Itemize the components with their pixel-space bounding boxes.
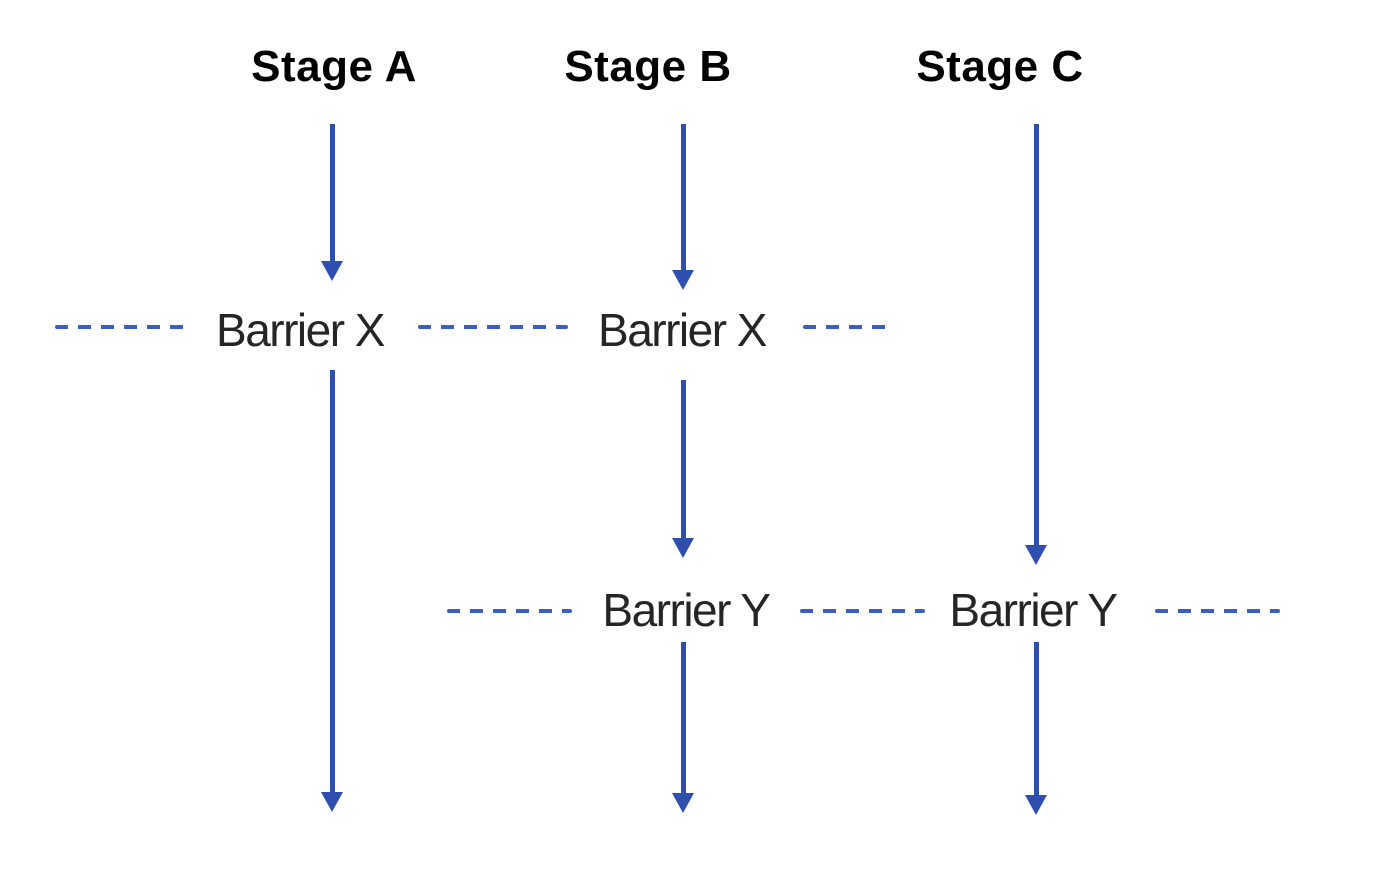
barrier-x-dash-middle xyxy=(418,325,568,329)
arrow-shaft xyxy=(1033,124,1039,545)
barrier-y-label-stage-b: Barrier Y xyxy=(602,584,771,636)
arrowhead-icon xyxy=(1025,795,1047,815)
arrow-shaft xyxy=(1033,642,1039,795)
arrowhead-icon xyxy=(321,261,343,281)
arrow-shaft xyxy=(329,370,335,792)
stage-a-label: Stage A xyxy=(251,42,417,91)
arrowhead-icon xyxy=(1025,545,1047,565)
stage-b-arrow-middle xyxy=(672,380,694,558)
stage-b-arrow-upper xyxy=(672,124,694,290)
arrowhead-icon xyxy=(672,793,694,813)
arrow-shaft xyxy=(329,124,335,261)
barrier-x-label-stage-a: Barrier X xyxy=(216,304,385,356)
stage-c-arrow-lower xyxy=(1025,642,1047,815)
stage-a-arrow-lower xyxy=(321,370,343,812)
stage-a-arrow-upper xyxy=(321,124,343,281)
stage-c-label: Stage C xyxy=(916,42,1084,91)
arrowhead-icon xyxy=(672,538,694,558)
barrier-x-dash-right xyxy=(803,325,890,329)
arrowhead-icon xyxy=(321,792,343,812)
arrowhead-icon xyxy=(672,270,694,290)
barrier-y-dash-left xyxy=(447,609,572,613)
stage-c-arrow-upper xyxy=(1025,124,1047,565)
barrier-y-dash-middle xyxy=(800,609,925,613)
barrier-x-label-stage-b: Barrier X xyxy=(598,304,767,356)
stage-b-arrow-lower xyxy=(672,642,694,813)
arrow-shaft xyxy=(680,642,686,793)
arrow-shaft xyxy=(680,380,686,538)
barrier-x-dash-left xyxy=(55,325,187,329)
barrier-y-label-stage-c: Barrier Y xyxy=(949,584,1118,636)
barrier-y-dash-right xyxy=(1155,609,1280,613)
arrow-shaft xyxy=(680,124,686,270)
stage-b-label: Stage B xyxy=(564,42,732,91)
